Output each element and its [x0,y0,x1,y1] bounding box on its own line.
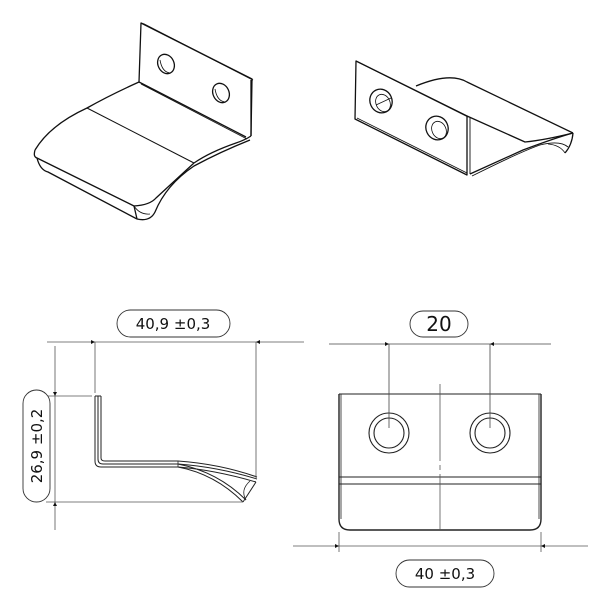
width-dimension-label: 40 ±0,3 [415,565,475,583]
hole-spacing-label-frame [409,310,469,338]
depth-dimension-label: 40,9 ±0,3 [136,315,211,333]
height-label-frame [22,389,51,503]
width-label-frame [395,559,495,588]
hole-spacing-dimension-label: 20 [426,312,451,336]
side-view: 40,9 ±0,3 26,9 ±0,2 [22,309,304,530]
isometric-view-front [33,22,254,221]
depth-label-frame [116,309,231,338]
width-dimension-line [293,532,588,552]
front-view: 20 40 ±0,3 [293,310,588,588]
hole-spacing-dimension-line [329,342,551,428]
height-dimension-label: 26,9 ±0,2 [28,409,46,484]
isometric-view-rear [354,60,574,177]
